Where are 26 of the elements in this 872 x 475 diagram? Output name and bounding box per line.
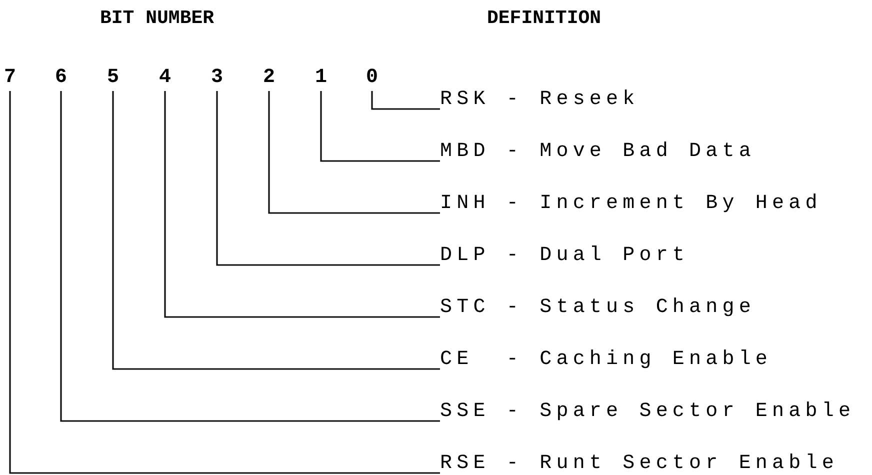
connector-line bbox=[320, 91, 440, 162]
column-heading: BIT NUMBER bbox=[100, 6, 214, 30]
bit-number: 3 bbox=[209, 66, 225, 90]
bit-definition: SSE - Spare Sector Enable bbox=[440, 400, 856, 424]
connector-line bbox=[268, 91, 440, 214]
connector-line bbox=[216, 91, 440, 266]
bit-definition: INH - Increment By Head bbox=[440, 192, 822, 216]
connector-line bbox=[60, 91, 440, 422]
bit-number: 0 bbox=[364, 66, 380, 90]
bit-definition: STC - Status Change bbox=[440, 296, 756, 320]
bit-number: 1 bbox=[313, 66, 329, 90]
connector-line bbox=[164, 91, 440, 318]
bit-number: 6 bbox=[53, 66, 69, 90]
bit-number: 2 bbox=[261, 66, 277, 90]
connector-line bbox=[371, 91, 440, 110]
bit-definition: MBD - Move Bad Data bbox=[440, 140, 756, 164]
bit-definition: CE - Caching Enable bbox=[440, 348, 772, 372]
connector-line bbox=[9, 91, 440, 474]
connector-line bbox=[112, 91, 440, 370]
bit-number: 7 bbox=[2, 66, 18, 90]
bit-definition: RSE - Runt Sector Enable bbox=[440, 452, 838, 475]
bit-number: 4 bbox=[157, 66, 173, 90]
bit-number: 5 bbox=[105, 66, 121, 90]
column-heading: DEFINITION bbox=[487, 6, 602, 30]
bit-definition: RSK - Reseek bbox=[440, 88, 640, 112]
bit-definition: DLP - Dual Port bbox=[440, 244, 690, 268]
